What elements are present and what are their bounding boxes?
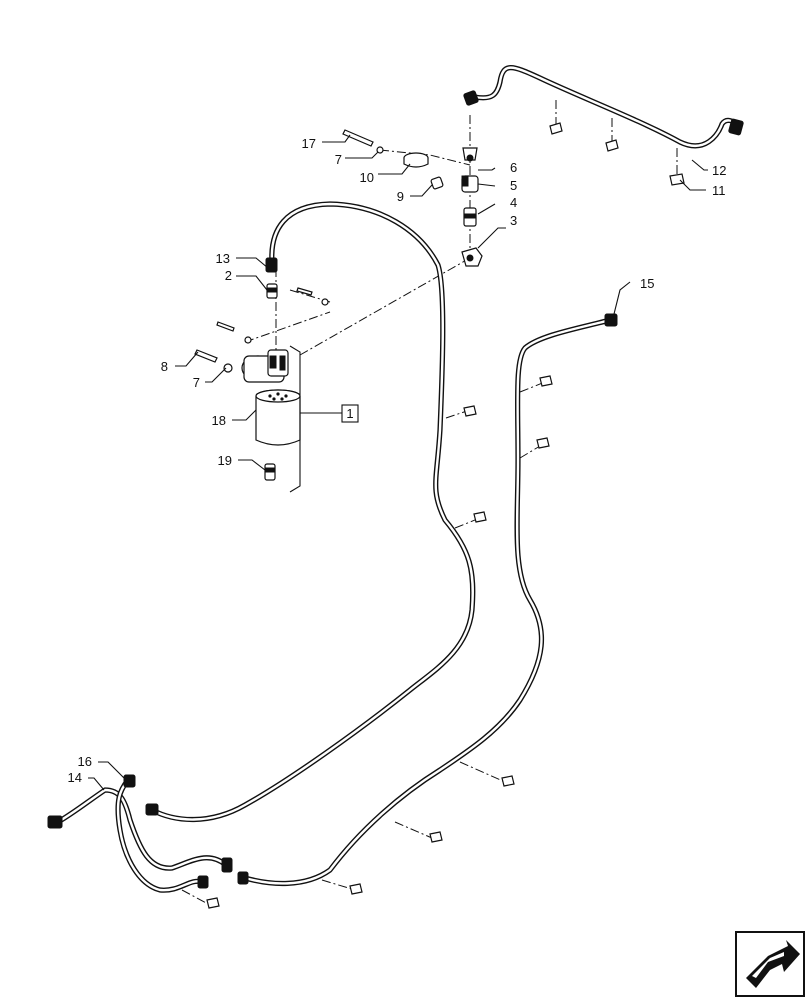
- assembly-1-bracket: [289, 345, 359, 493]
- connector-parts: [216, 257, 329, 344]
- callout-17: 17: [302, 136, 316, 151]
- tube-end-fittings: [47, 90, 744, 889]
- callout-19: 19: [218, 453, 232, 468]
- bolt-washer-parts: [194, 349, 233, 373]
- fitting-stack: [461, 147, 483, 267]
- fuel-filter-assembly: [241, 349, 301, 481]
- callout-14: 14: [68, 770, 82, 785]
- callout-9: 9: [397, 189, 404, 204]
- callout-1: 1: [346, 406, 353, 421]
- callout-15: 15: [640, 276, 654, 291]
- callout-6: 6: [510, 160, 517, 175]
- callout-4: 4: [510, 195, 517, 210]
- callout-11: 11: [712, 183, 726, 198]
- callout-18: 18: [212, 413, 226, 428]
- callout-12: 12: [712, 163, 726, 178]
- callout-labels: 1 2 3 4 5 6 7 7 8 9 10 11 12 13 14 15 16…: [68, 136, 727, 785]
- callout-2: 2: [225, 268, 232, 283]
- bracket-parts-top: [342, 129, 444, 190]
- callout-5: 5: [510, 178, 517, 193]
- tube-15: [242, 317, 613, 886]
- callout-box-1: [341, 404, 359, 423]
- callout-7-top: 7: [335, 152, 342, 167]
- leader-lines: [88, 134, 708, 791]
- callout-10: 10: [360, 170, 374, 185]
- tube-12: [472, 65, 741, 149]
- callout-8: 8: [161, 359, 168, 374]
- tube-14: [55, 787, 229, 871]
- clip-parts: [206, 122, 685, 909]
- callout-16: 16: [78, 754, 92, 769]
- callout-13: 13: [216, 251, 230, 266]
- tube-13: [149, 201, 476, 823]
- callout-3: 3: [510, 213, 517, 228]
- tube-16: [115, 777, 205, 893]
- assembly-center-lines: [181, 100, 678, 906]
- callout-7-left: 7: [193, 375, 200, 390]
- next-page-arrow-icon[interactable]: [735, 931, 805, 997]
